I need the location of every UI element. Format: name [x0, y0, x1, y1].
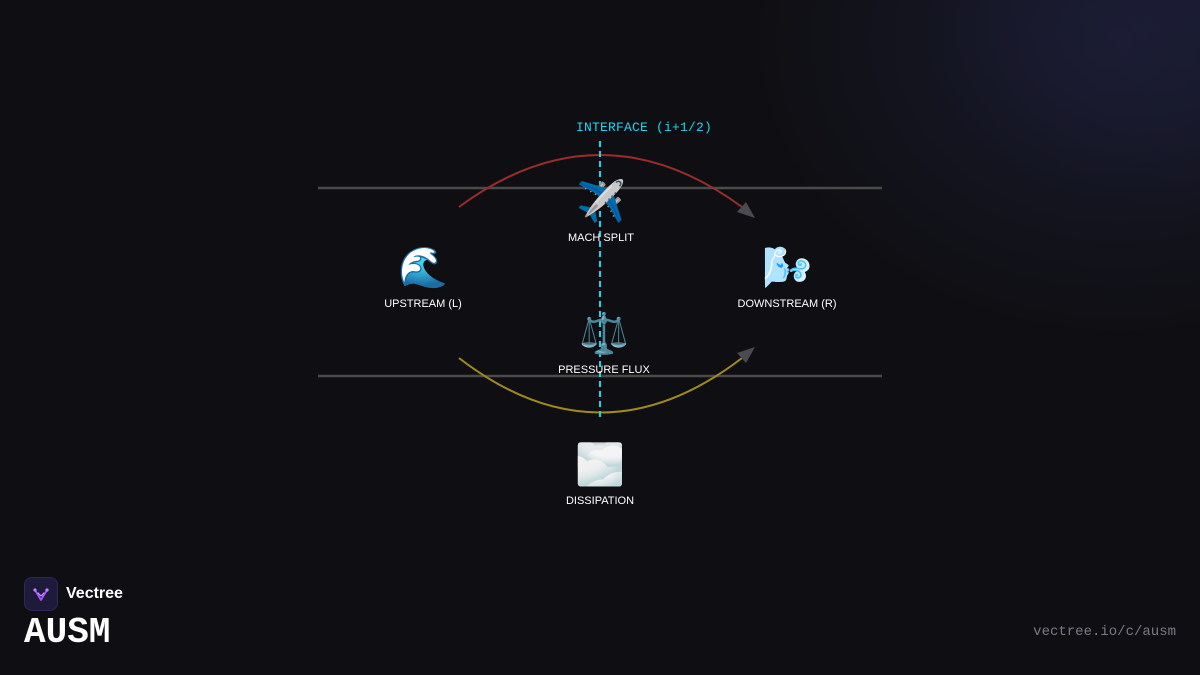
vectree-logo-icon	[24, 577, 58, 611]
node-downstream: 🌬️ DOWNSTREAM (R)	[722, 244, 852, 310]
brand-name: Vectree	[66, 585, 123, 602]
wave-icon: 🌊	[398, 245, 448, 291]
node-pressure-flux: ⚖️ PRESSURE FLUX	[541, 310, 667, 376]
node-dissipation: 🌫️ DISSIPATION	[540, 441, 660, 507]
page-title: AUSM	[24, 612, 111, 653]
fog-icon: 🌫️	[575, 442, 625, 488]
downstream-label: DOWNSTREAM (R)	[737, 298, 837, 310]
node-upstream: 🌊 UPSTREAM (L)	[363, 244, 483, 310]
interface-label: INTERFACE (i+1/2)	[575, 120, 713, 135]
airplane-icon: ✈️	[576, 179, 626, 225]
source-url-link[interactable]: vectree.io/c/ausm	[1033, 624, 1176, 640]
node-mach-split: ✈️ MACH SPLIT	[541, 178, 661, 244]
pressure-flux-label: PRESSURE FLUX	[558, 364, 650, 376]
upstream-label: UPSTREAM (L)	[384, 298, 462, 310]
wind-face-icon: 🌬️	[762, 245, 812, 291]
brand[interactable]: Vectree	[24, 577, 123, 611]
dissipation-label: DISSIPATION	[565, 495, 635, 507]
upper-arrowhead	[737, 202, 755, 218]
mach-split-label: MACH SPLIT	[567, 232, 634, 244]
balance-scale-icon: ⚖️	[579, 311, 629, 357]
lower-arrowhead	[737, 347, 755, 363]
